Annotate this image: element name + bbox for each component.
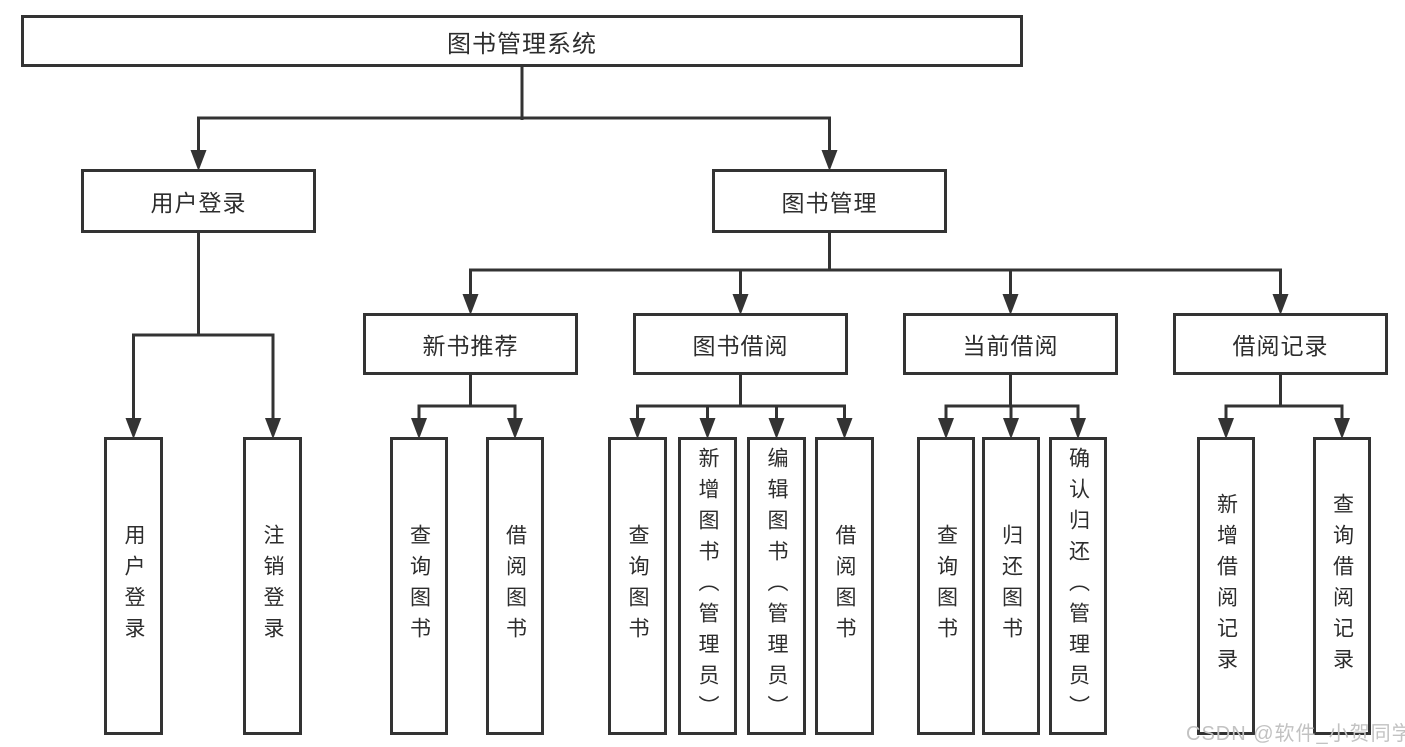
- arrow-head: [732, 294, 749, 315]
- node-book-management-branch: 图书管理: [712, 169, 947, 233]
- leaf-add-books-admin: 新增图书（管理员）: [678, 437, 737, 735]
- csdn-watermark: CSDN @软件_小贺同学: [1186, 723, 1405, 745]
- leaf-add-borrow-record: 新增借阅记录: [1197, 437, 1255, 735]
- arrow-head: [507, 418, 523, 439]
- arrow-head: [1218, 418, 1234, 439]
- arrow-head: [265, 418, 281, 439]
- arrow-head: [836, 418, 853, 439]
- node-book-borrowing: 图书借阅: [633, 313, 848, 375]
- arrow-head: [1003, 418, 1019, 439]
- leaf-borrow-books-borrow: 借阅图书: [815, 437, 874, 735]
- leaf-query-books-recommend: 查询图书: [390, 437, 448, 735]
- arrow-head: [1272, 294, 1289, 315]
- connector-login-bracket: [132, 333, 275, 420]
- arrow-head: [699, 418, 716, 439]
- node-current-borrowing: 当前借阅: [903, 313, 1118, 375]
- leaf-return-books: 归还图书: [982, 437, 1040, 735]
- leaf-confirm-return-admin: 确认归还（管理员）: [1049, 437, 1107, 735]
- leaf-borrow-books-recommend: 借阅图书: [486, 437, 544, 735]
- connector-mgmt-middle-drops: [739, 270, 1012, 296]
- node-user-login-branch: 用户登录: [81, 169, 316, 233]
- connector-mgmt-bracket: [469, 268, 1282, 296]
- connector-current-bracket: [944, 375, 1080, 420]
- node-borrowing-records: 借阅记录: [1173, 313, 1388, 375]
- leaf-user-login: 用户登录: [104, 437, 163, 735]
- arrow-head: [938, 418, 954, 439]
- arrow-head: [190, 150, 207, 171]
- arrow-head: [768, 418, 785, 439]
- connector-records-bracket: [1224, 375, 1344, 420]
- leaf-logout: 注销登录: [243, 437, 302, 735]
- leaf-query-books-current: 查询图书: [917, 437, 975, 735]
- arrow-head: [821, 150, 838, 171]
- arrow-head: [125, 418, 142, 439]
- arrow-head: [1002, 294, 1019, 315]
- leaf-edit-books-admin: 编辑图书（管理员）: [747, 437, 806, 735]
- arrow-head: [629, 418, 646, 439]
- node-new-book-recommend: 新书推荐: [363, 313, 578, 375]
- arrow-head: [462, 294, 479, 315]
- node-library-system-root: 图书管理系统: [21, 15, 1023, 67]
- leaf-query-books-borrow: 查询图书: [608, 437, 667, 735]
- connector-bookborrow-bracket: [636, 375, 846, 420]
- arrow-head: [1334, 418, 1350, 439]
- leaf-query-borrow-record: 查询借阅记录: [1313, 437, 1371, 735]
- connector-level2-bracket: [197, 116, 831, 152]
- connector-recommend-bracket: [417, 375, 517, 420]
- arrow-head: [1070, 418, 1086, 439]
- arrow-head: [411, 418, 427, 439]
